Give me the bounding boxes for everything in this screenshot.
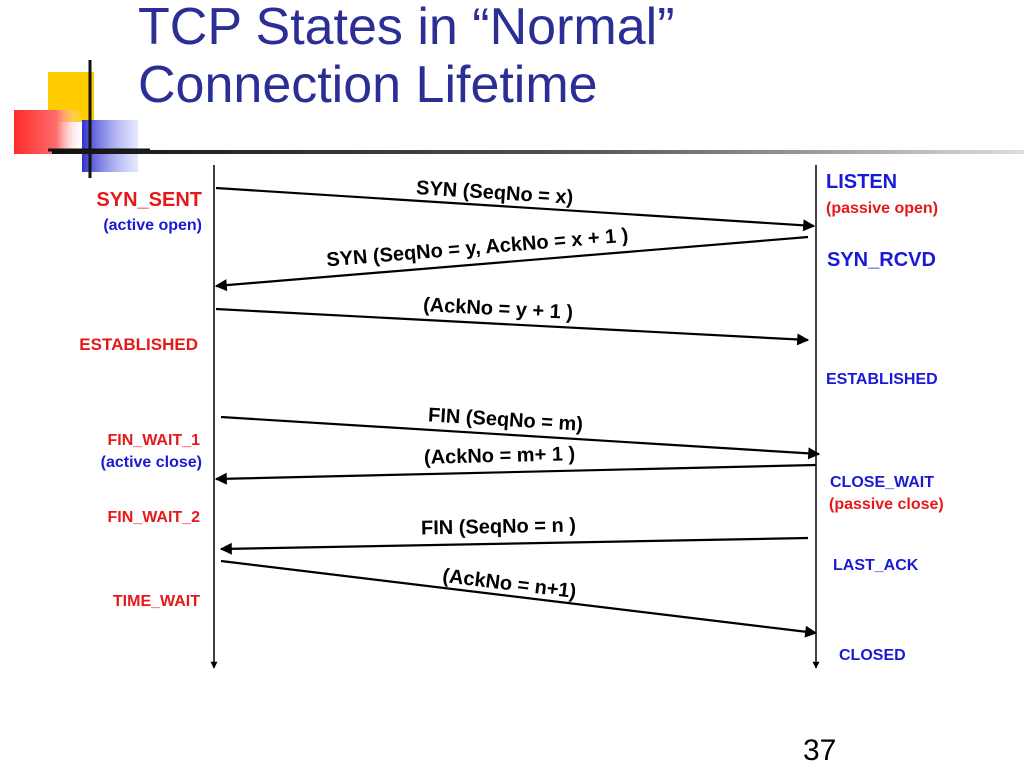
arrow-syn	[215, 186, 816, 232]
server-state-closed: CLOSED	[839, 647, 906, 664]
slide-title: TCP States in “Normal” Connection Lifeti…	[138, 0, 675, 114]
title-underline	[52, 150, 1024, 154]
msg-fin-server-label: FIN (SeqNo = n )	[420, 514, 577, 540]
title-line-2: Connection Lifetime	[138, 56, 598, 114]
client-note-active-open: (active open)	[103, 217, 202, 234]
client-state-established: ESTABLISHED	[79, 335, 198, 354]
server-note-passive-open: (passive open)	[826, 200, 939, 217]
arrow-ack-fin-server	[220, 559, 818, 638]
arrow-fin-client	[220, 415, 821, 460]
client-state-fin-wait-2: FIN_WAIT_2	[107, 509, 200, 526]
server-state-syn-rcvd: SYN_RCVD	[827, 249, 936, 271]
client-note-active-close: (active close)	[100, 454, 202, 471]
server-state-established: ESTABLISHED	[826, 371, 938, 388]
msg-ack-fin-client-label: (AckNo = m+ 1 )	[423, 443, 576, 469]
arrow-ack-fin-client	[214, 463, 817, 485]
client-state-fin-wait-1: FIN_WAIT_1	[107, 432, 200, 449]
server-state-listen: LISTEN	[826, 171, 898, 193]
arrow-ack	[215, 307, 810, 346]
server-state-last-ack: LAST_ACK	[833, 557, 919, 574]
server-note-passive-close: (passive close)	[829, 496, 944, 513]
server-state-close-wait: CLOSE_WAIT	[830, 474, 935, 491]
page-number: 37	[803, 734, 837, 767]
title-line-1: TCP States in “Normal”	[138, 0, 675, 56]
client-state-time-wait: TIME_WAIT	[112, 593, 200, 610]
arrow-fin-server	[219, 536, 809, 555]
client-state-syn-sent: SYN_SENT	[96, 189, 202, 211]
arrow-syn-ack	[214, 235, 809, 292]
